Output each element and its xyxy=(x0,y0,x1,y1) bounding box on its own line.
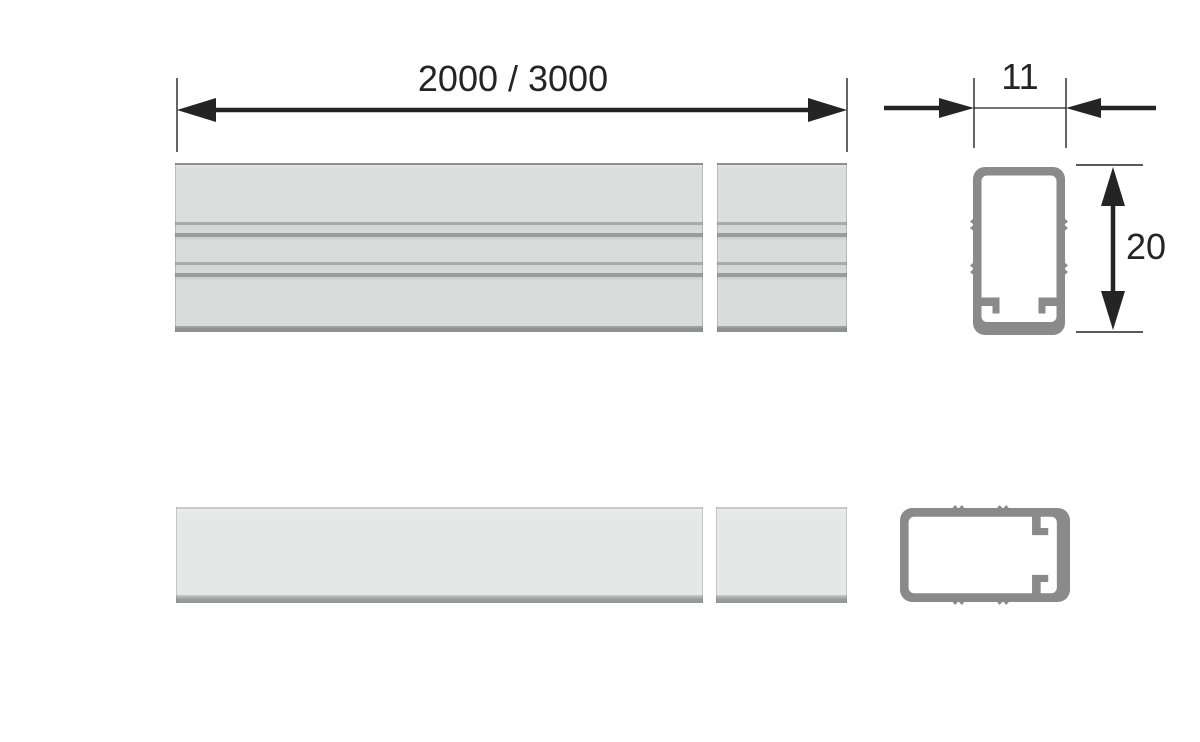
dim-label-length: 2000 / 3000 xyxy=(417,58,609,99)
dim-width xyxy=(884,78,1156,148)
profile-side-view-bottom-segment-right xyxy=(716,507,847,603)
dim-height xyxy=(1076,164,1143,333)
dim-label-height: 20 xyxy=(1125,226,1167,267)
profile-side-view-top-segment-left xyxy=(175,163,703,332)
arrowhead-inward-left xyxy=(939,98,974,118)
arrowhead-left xyxy=(177,98,216,122)
dim-label-width: 11 xyxy=(1001,56,1039,97)
arrowhead-down xyxy=(1101,291,1125,330)
arrowhead-inward-right xyxy=(1066,98,1101,118)
arrowhead-up xyxy=(1101,167,1125,206)
dim-length xyxy=(176,78,848,152)
profile-side-view-bottom-segment-left xyxy=(176,507,703,603)
profile-side-view-top-segment-right xyxy=(717,163,847,332)
arrowhead-right xyxy=(808,98,847,122)
